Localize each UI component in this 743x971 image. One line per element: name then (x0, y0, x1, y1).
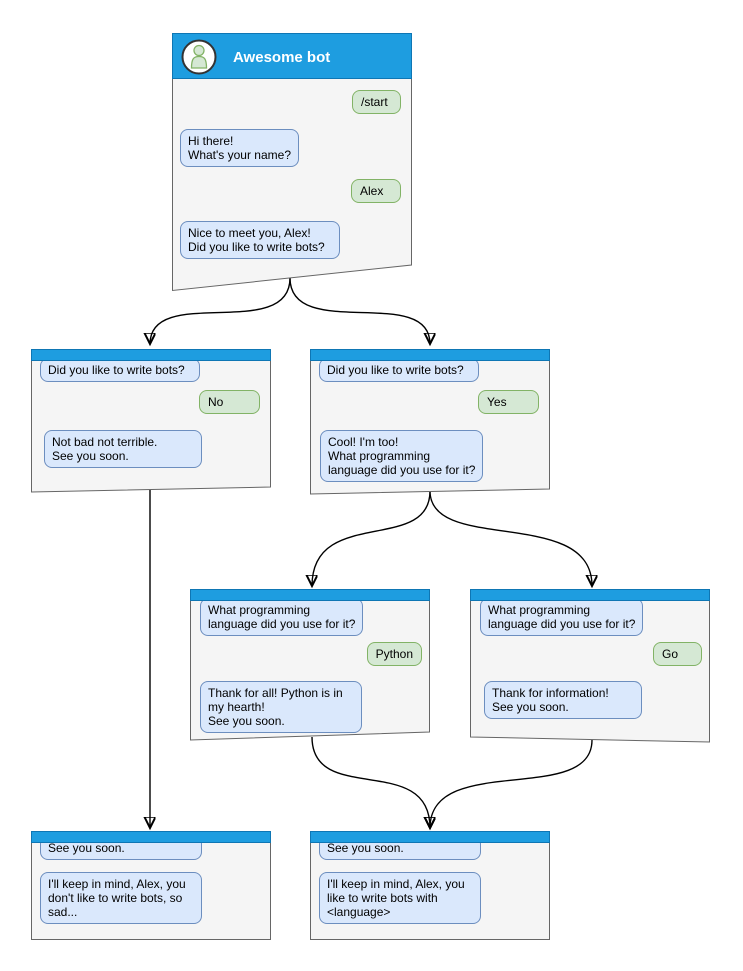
chat-window-python-branch: What programming language did you use fo… (190, 589, 430, 741)
window-titlebar (310, 831, 550, 843)
bot-message-bubble: Did you like to write bots? (319, 358, 479, 382)
window-titlebar (470, 589, 710, 601)
user-message-bubble: Alex (351, 179, 401, 203)
edge-yes-to-go (429, 490, 592, 586)
edge-main-to-yes (289, 277, 430, 344)
user-message-bubble: Yes (478, 390, 539, 414)
edge-python-to-end (311, 736, 430, 828)
window-title: Awesome bot (233, 48, 331, 66)
window-titlebar: Awesome bot (172, 33, 412, 79)
chat-window-main: Awesome bot /start Hi there! What's your… (172, 33, 412, 292)
bot-message-bubble: What programming language did you use fo… (480, 598, 644, 636)
chat-window-go-branch: What programming language did you use fo… (470, 589, 710, 743)
window-titlebar (310, 349, 550, 361)
edge-yes-to-python (312, 490, 431, 586)
bot-message-bubble: Cool! I'm too! What programming language… (320, 430, 484, 482)
bot-message-bubble: Thank for information! See you soon. (484, 681, 642, 719)
bot-message-bubble: What programming language did you use fo… (200, 598, 364, 636)
user-message-bubble: No (199, 390, 260, 414)
window-titlebar (31, 349, 271, 361)
user-message-bubble: Python (366, 642, 422, 666)
chat-window-no-branch: Did you like to write bots? No Not bad n… (31, 349, 271, 493)
edge-main-to-no (150, 277, 291, 344)
window-titlebar (190, 589, 430, 601)
bot-message-bubble: I'll keep in mind, Alex, you don't like … (40, 872, 202, 924)
chat-window-end-no: See you soon. I'll keep in mind, Alex, y… (31, 831, 271, 940)
bot-message-bubble: Did you like to write bots? (40, 358, 200, 382)
bot-message-bubble: Nice to meet you, Alex! Did you like to … (180, 221, 340, 259)
user-message-bubble: /start (352, 90, 401, 114)
bot-avatar-person-icon (181, 39, 217, 75)
edge-go-to-end (430, 739, 593, 828)
user-message-bubble: Go (653, 642, 702, 666)
bot-message-bubble: I'll keep in mind, Alex, you like to wri… (319, 872, 481, 924)
window-titlebar (31, 831, 271, 843)
chat-window-yes-branch: Did you like to write bots? Yes Cool! I'… (310, 349, 550, 495)
chat-window-end-yes: See you soon. I'll keep in mind, Alex, y… (310, 831, 550, 940)
bot-message-bubble: Hi there! What's your name? (180, 129, 300, 167)
bot-message-bubble: Thank for all! Python is in my hearth! S… (200, 681, 362, 733)
bot-message-bubble: Not bad not terrible. See you soon. (44, 430, 202, 468)
